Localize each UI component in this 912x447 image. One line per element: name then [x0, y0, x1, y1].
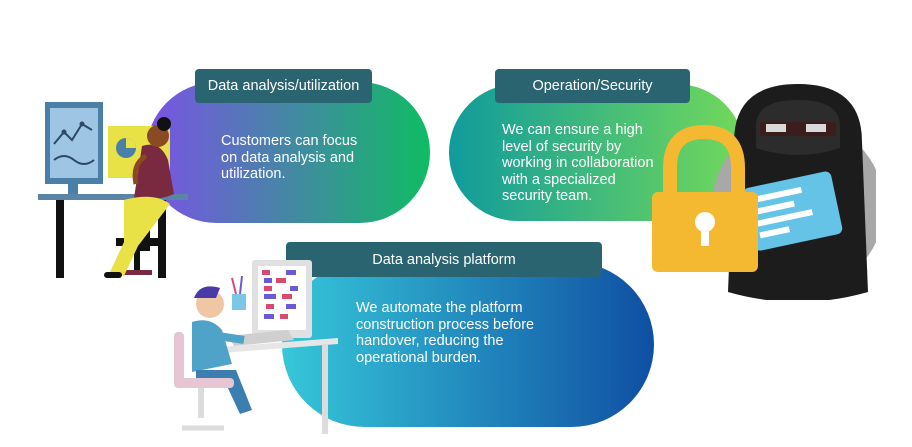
- description-line: level of security by: [502, 138, 622, 155]
- description-line: construction process before: [356, 316, 535, 333]
- description-line: security team.: [502, 188, 593, 204]
- card-description: Customers can focus on data analysis and…: [221, 133, 421, 183]
- hacker-padlock-illustration: [652, 84, 876, 300]
- description-line: Customers can focus: [221, 133, 358, 149]
- description-line: with a specialized: [502, 171, 616, 188]
- description-line: utilization.: [221, 166, 286, 182]
- engineer-workstation-illustration: [174, 260, 338, 434]
- card-description: We automate the platform construction pr…: [356, 300, 586, 366]
- description-line: operational burden.: [356, 349, 481, 366]
- card-title: Operation/Security: [495, 69, 690, 103]
- description-line: on data analysis and: [221, 149, 355, 166]
- description-line: We automate the platform: [356, 300, 523, 316]
- description-line: We can ensure a high: [502, 122, 643, 138]
- description-line: working in collaboration: [502, 155, 654, 171]
- card-data-analysis-utilization: [146, 82, 430, 223]
- card-background: [146, 82, 430, 223]
- card-title: Data analysis/utilization: [195, 69, 372, 103]
- card-background: [282, 262, 654, 427]
- analyst-woman-illustration: [38, 102, 188, 278]
- card-data-analysis-platform: [282, 262, 654, 427]
- card-title: Data analysis platform: [286, 242, 602, 277]
- card-description: We can ensure a high level of security b…: [502, 122, 702, 205]
- description-line: handover, reducing the: [356, 333, 504, 349]
